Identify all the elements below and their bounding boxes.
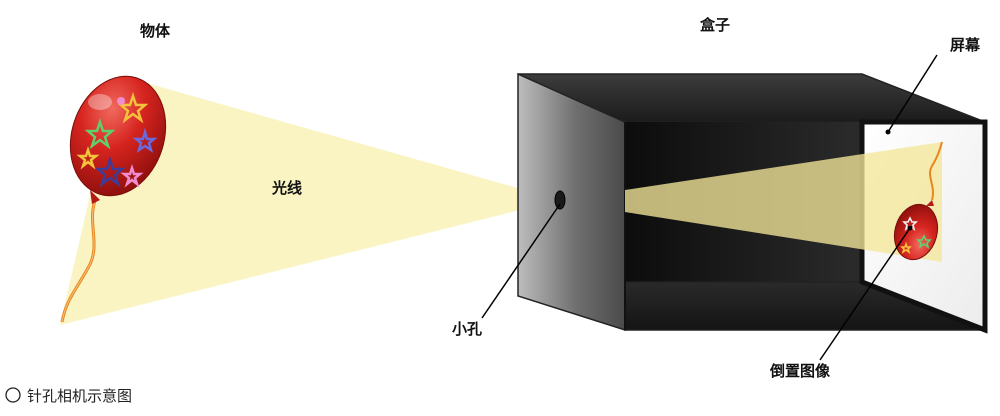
label-screen: 屏幕 (950, 36, 981, 54)
label-pinhole: 小孔 (452, 320, 482, 338)
pinhole (554, 190, 566, 210)
inverted-balloon-string (929, 141, 943, 201)
pinhole-leader-line (481, 203, 561, 319)
label-box: 盒子 (699, 16, 730, 34)
diagram-caption: 针孔相机示意图 (27, 387, 132, 405)
balloon-object (69, 75, 167, 204)
caption-circle-icon (5, 387, 21, 403)
image-leader-line (819, 227, 911, 361)
label-light: 光线 (271, 179, 302, 197)
label-inverted-image: 倒置图像 (769, 362, 831, 380)
label-object: 物体 (140, 22, 171, 40)
screen-leader-line (887, 54, 938, 133)
light-beam-inside (625, 142, 942, 262)
inverted-balloon-image (893, 200, 939, 261)
light-beam-outside (60, 75, 560, 325)
